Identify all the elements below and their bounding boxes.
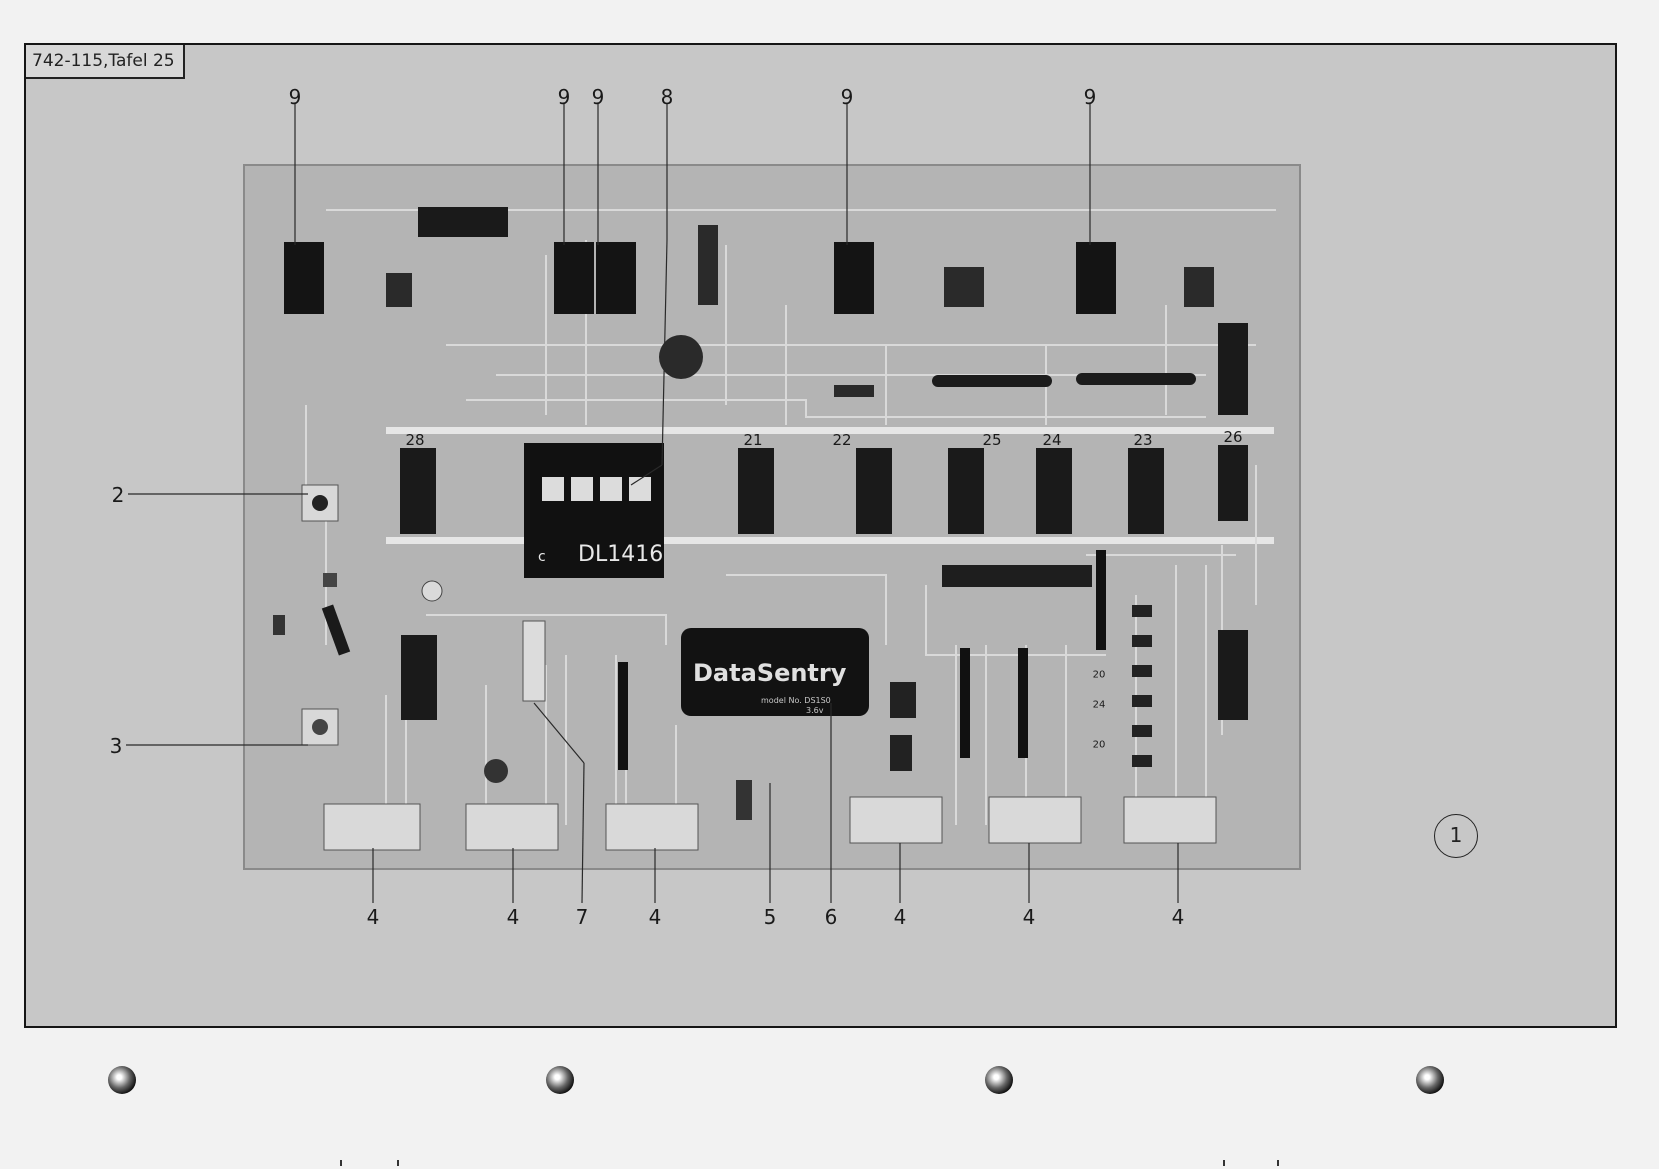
chip-number: 25: [982, 431, 1001, 449]
punch-hole: [108, 1066, 136, 1094]
chip-number: 22: [832, 431, 851, 449]
scan-mark: [397, 1160, 399, 1166]
callout-bottom: 4: [1172, 905, 1185, 929]
callout-top: 8: [661, 85, 674, 109]
resistor-code: 24: [1093, 700, 1106, 711]
callout-top: 9: [558, 85, 571, 109]
chip-number: 23: [1133, 431, 1152, 449]
punch-hole: [546, 1066, 574, 1094]
callout-bottom: 5: [764, 905, 777, 929]
callout-top: 9: [592, 85, 605, 109]
datasentry-label: DataSentry: [693, 659, 847, 687]
callout-top: 9: [289, 85, 302, 109]
punch-hole: [985, 1066, 1013, 1094]
scan-mark: [1277, 1160, 1279, 1166]
callout-bottom: 6: [825, 905, 838, 929]
chip-number: 28: [405, 431, 424, 449]
photo-plate: DL1416 c DataSentry model No. DS1S0 3.6v: [24, 43, 1617, 1028]
panel-number-circle: 1: [1434, 814, 1478, 858]
resistor-code: 20: [1093, 670, 1106, 681]
callout-left: 3: [110, 734, 123, 758]
bus-bar-lower: [386, 537, 1274, 544]
top-small-ic: [418, 207, 508, 237]
callout-bottom: 4: [367, 905, 380, 929]
callout-top: 9: [1084, 85, 1097, 109]
callout-bottom: 4: [649, 905, 662, 929]
datasentry-fine-text-1: model No. DS1S0: [761, 696, 831, 705]
chip-number: 24: [1042, 431, 1061, 449]
callout-bottom: 4: [507, 905, 520, 929]
punch-hole: [1416, 1066, 1444, 1094]
display-ic-label: DL1416: [578, 542, 663, 567]
resistor-code: 20: [1093, 740, 1106, 751]
callout-bottom: 4: [894, 905, 907, 929]
display-ic-small-label: c: [538, 549, 546, 565]
callout-left: 2: [112, 483, 125, 507]
chip-number: 21: [743, 431, 762, 449]
chip-number: 26: [1223, 428, 1242, 446]
callout-bottom: 7: [576, 905, 589, 929]
callout-bottom: 4: [1023, 905, 1036, 929]
circuit-board-photo: DL1416 c DataSentry model No. DS1S0 3.6v: [26, 45, 1617, 1028]
datasentry-fine-text-2: 3.6v: [806, 706, 824, 715]
scan-mark: [1223, 1160, 1225, 1166]
scan-mark: [340, 1160, 342, 1166]
callout-top: 9: [841, 85, 854, 109]
plate-tag: 742-115,Tafel 25: [26, 45, 185, 79]
